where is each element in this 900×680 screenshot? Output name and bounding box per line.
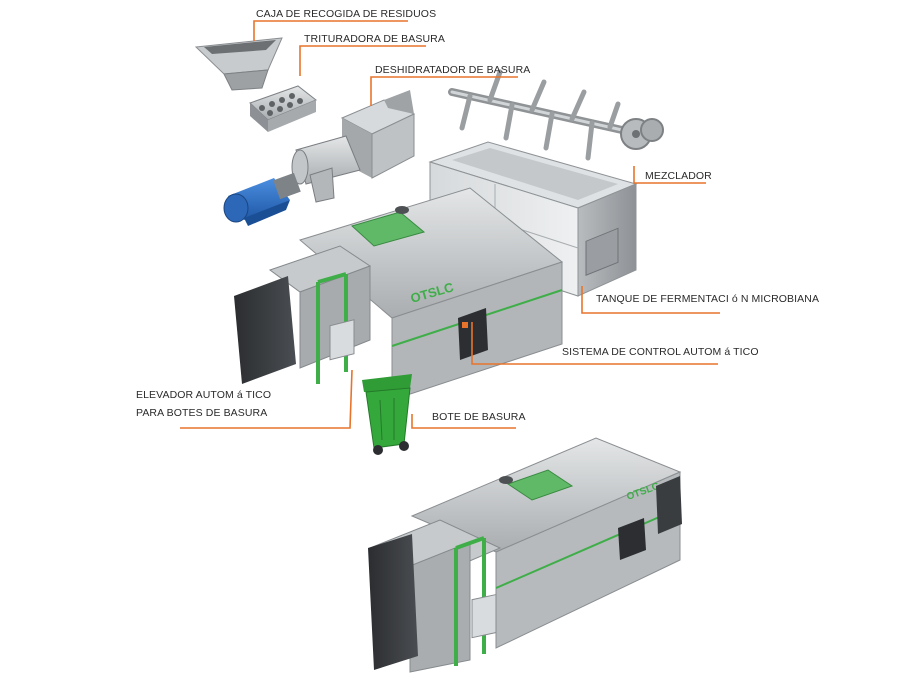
dehydrator bbox=[291, 90, 416, 203]
leader-trash-bin bbox=[411, 414, 516, 429]
shredder bbox=[249, 85, 317, 132]
leader-control-system bbox=[471, 322, 718, 365]
label-collection-box: CAJA DE RECOGIDA DE RESIDUOS bbox=[256, 8, 437, 20]
collection-box-hopper bbox=[194, 37, 283, 91]
leader-dehydrator bbox=[370, 76, 518, 106]
label-dehydrator: DESHIDRATADOR DE BASURA bbox=[375, 64, 531, 76]
trash-bin bbox=[362, 374, 412, 455]
blue-motor bbox=[223, 172, 301, 226]
leader-fermentation-tank bbox=[581, 286, 720, 314]
leader-mixer bbox=[633, 166, 706, 184]
label-shredder: TRITURADORA DE BASURA bbox=[304, 33, 445, 45]
mixer-shaft bbox=[448, 69, 664, 161]
leader-shredder bbox=[299, 45, 426, 76]
main-machine-exploded: OTSLC bbox=[234, 187, 564, 401]
label-trash-bin: BOTE DE BASURA bbox=[432, 411, 526, 423]
label-bin-lifter-line2: PARA BOTES DE BASURA bbox=[136, 407, 268, 419]
label-mixer: MEZCLADOR bbox=[645, 170, 712, 182]
leader-collection-box bbox=[253, 20, 408, 41]
leader-lines bbox=[180, 20, 720, 429]
label-bin-lifter-line1: ELEVADOR AUTOM á TICO bbox=[136, 389, 272, 401]
label-fermentation-tank: TANQUE DE FERMENTACI ó N MICROBIANA bbox=[596, 293, 820, 305]
main-machine-assembled: OTSLC bbox=[368, 437, 682, 673]
leader-bin-lifter bbox=[180, 369, 353, 429]
label-control-system: SISTEMA DE CONTROL AUTOM á TICO bbox=[562, 346, 759, 358]
